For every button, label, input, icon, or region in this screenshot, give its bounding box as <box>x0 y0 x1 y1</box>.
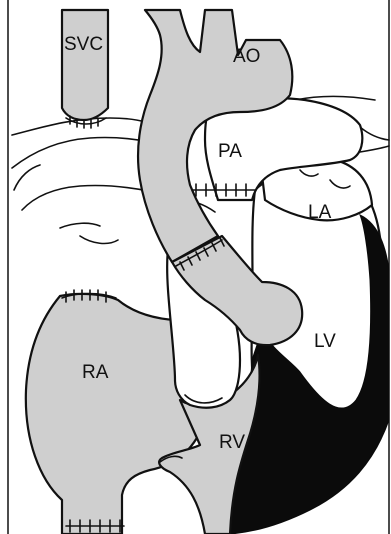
svc-vessel <box>62 10 108 120</box>
label-ao: AO <box>233 46 260 67</box>
label-la: LA <box>308 202 332 223</box>
label-pa: PA <box>218 141 242 162</box>
label-svc: SVC <box>64 34 103 55</box>
label-lv: LV <box>314 331 336 352</box>
label-ra: RA <box>82 362 109 383</box>
label-rv: RV <box>219 432 245 453</box>
